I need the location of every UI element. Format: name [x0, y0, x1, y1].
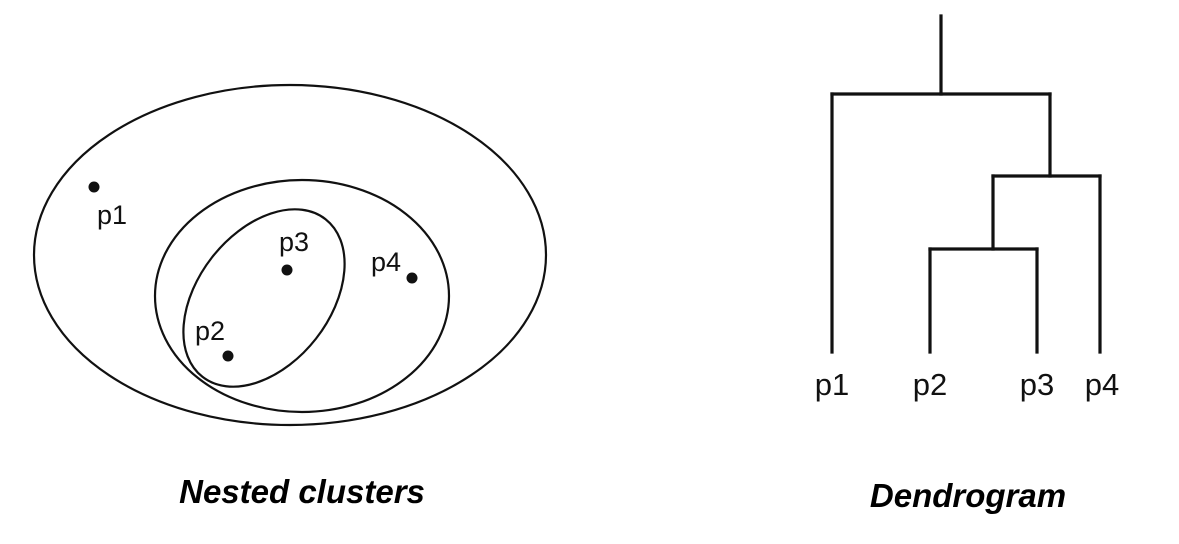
dendrogram-leaf-p1: p1	[815, 367, 849, 402]
point-p3	[281, 264, 293, 276]
point-p1	[88, 181, 100, 193]
cluster-outer-ellipse	[32, 83, 548, 427]
point-label-p1: p1	[97, 200, 127, 230]
dendrogram-leaf-p4: p4	[1085, 367, 1119, 402]
dendrogram-leaf-p3: p3	[1020, 367, 1054, 402]
cluster-inner-ellipse	[182, 208, 346, 388]
point-label-p4: p4	[371, 247, 401, 277]
point-label-p3: p3	[279, 227, 309, 257]
dendrogram-leaf-p2: p2	[913, 367, 947, 402]
nested-clusters-panel: p1 p2 p3 p4 Nested clusters	[32, 83, 548, 510]
cluster-middle-ellipse	[153, 178, 451, 414]
point-p2	[222, 350, 234, 362]
nested-clusters-caption: Nested clusters	[179, 473, 425, 510]
dendrogram-caption: Dendrogram	[870, 477, 1066, 514]
point-label-p2: p2	[195, 316, 225, 346]
point-p4	[406, 272, 418, 284]
dendrogram-panel: p1 p2 p3 p4 Dendrogram	[815, 14, 1119, 514]
